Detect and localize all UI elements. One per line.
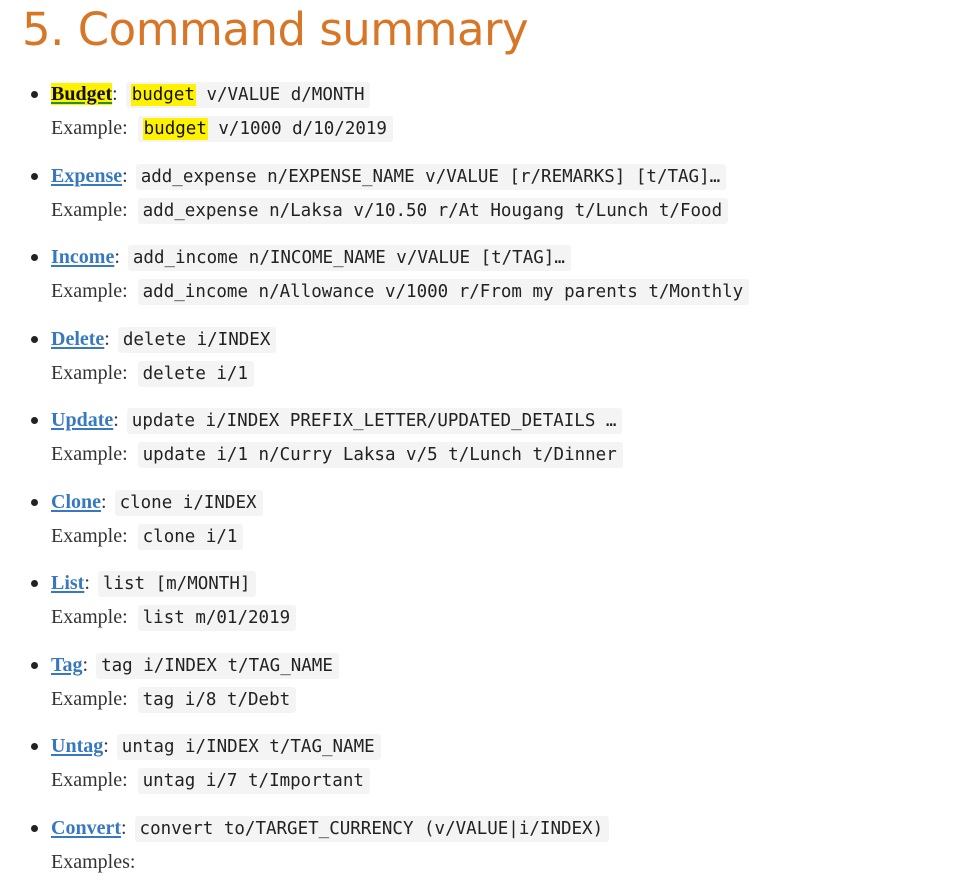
tag-syntax-code: tag i/INDEX t/TAG_NAME: [96, 653, 339, 679]
colon: :: [104, 328, 110, 350]
bullet-icon: [31, 580, 38, 587]
clone-link[interactable]: Clone: [51, 491, 101, 513]
colon: :: [113, 409, 119, 431]
bullet-icon: [31, 825, 38, 832]
colon: :: [114, 246, 120, 268]
example-label: Example:: [51, 199, 128, 221]
command-example-line: Example: add_expense n/Laksa v/10.50 r/A…: [51, 197, 728, 223]
example-label: Example:: [51, 525, 128, 547]
command-syntax-line: Convert: convert to/TARGET_CURRENCY (v/V…: [51, 815, 609, 841]
budget-syntax-code: budget v/VALUE d/MONTH: [126, 82, 371, 108]
colon: :: [122, 165, 128, 187]
colon: :: [101, 491, 107, 513]
list-item-convert: Convert: convert to/TARGET_CURRENCY (v/V…: [0, 812, 973, 893]
untag-syntax-code: untag i/INDEX t/TAG_NAME: [117, 734, 381, 760]
list-item-income: Income: add_income n/INCOME_NAME v/VALUE…: [0, 241, 973, 323]
example-label: Example:: [51, 117, 128, 139]
list-example-code: list m/01/2019: [138, 605, 297, 631]
command-example-line: Example: list m/01/2019: [51, 604, 296, 630]
example-label: Example:: [51, 280, 128, 302]
command-syntax-line: Clone: clone i/INDEX: [51, 489, 263, 515]
budget-link[interactable]: Budget: [51, 83, 112, 105]
bullet-icon: [31, 254, 38, 261]
untag-link[interactable]: Untag: [51, 735, 103, 757]
search-highlight: budget: [131, 84, 196, 106]
bullet-icon: [31, 743, 38, 750]
command-syntax-line: Delete: delete i/INDEX: [51, 326, 276, 352]
command-example-line: Example: delete i/1: [51, 360, 254, 386]
list-item-expense: Expense: add_expense n/EXPENSE_NAME v/VA…: [0, 160, 973, 242]
command-summary-list: Budget: budget v/VALUE d/MONTH Example: …: [0, 78, 973, 893]
list-item-delete: Delete: delete i/INDEX Example: delete i…: [0, 323, 973, 405]
clone-example-code: clone i/1: [138, 524, 244, 550]
command-examples-line: Examples:: [51, 849, 137, 875]
update-example-code: update i/1 n/Curry Laksa v/5 t/Lunch t/D…: [138, 442, 623, 468]
example-label: Example:: [51, 362, 128, 384]
budget-example-code: budget v/1000 d/10/2019: [138, 116, 393, 142]
income-syntax-code: add_income n/INCOME_NAME v/VALUE [t/TAG]…: [128, 245, 571, 271]
bullet-icon: [31, 662, 38, 669]
colon: :: [103, 735, 109, 757]
command-syntax-line: Untag: untag i/INDEX t/TAG_NAME: [51, 733, 381, 759]
bullet-icon: [31, 336, 38, 343]
command-example-line: Example: tag i/8 t/Debt: [51, 686, 296, 712]
command-syntax-line: Budget: budget v/VALUE d/MONTH: [51, 81, 370, 107]
expense-syntax-code: add_expense n/EXPENSE_NAME v/VALUE [r/RE…: [136, 164, 726, 190]
list-item-clone: Clone: clone i/INDEX Example: clone i/1: [0, 486, 973, 568]
update-link[interactable]: Update: [51, 409, 113, 431]
command-example-line: Example: update i/1 n/Curry Laksa v/5 t/…: [51, 441, 623, 467]
page-title: 5. Command summary: [22, 2, 528, 58]
command-syntax-line: Expense: add_expense n/EXPENSE_NAME v/VA…: [51, 163, 726, 189]
example-label: Example:: [51, 769, 128, 791]
delete-syntax-code: delete i/INDEX: [118, 327, 277, 353]
delete-example-code: delete i/1: [138, 361, 254, 387]
delete-link[interactable]: Delete: [51, 328, 104, 350]
command-syntax-line: List: list [m/MONTH]: [51, 570, 256, 596]
command-example-line: Example: budget v/1000 d/10/2019: [51, 115, 393, 141]
list-link[interactable]: List: [51, 572, 84, 594]
income-link[interactable]: Income: [51, 246, 114, 268]
command-example-line: Example: untag i/7 t/Important: [51, 767, 370, 793]
clone-syntax-code: clone i/INDEX: [115, 490, 263, 516]
list-item-tag: Tag: tag i/INDEX t/TAG_NAME Example: tag…: [0, 649, 973, 731]
convert-link[interactable]: Convert: [51, 817, 121, 839]
expense-link[interactable]: Expense: [51, 165, 122, 187]
search-highlight: budget: [143, 118, 208, 140]
command-example-line: Example: add_income n/Allowance v/1000 r…: [51, 278, 749, 304]
list-item-list: List: list [m/MONTH] Example: list m/01/…: [0, 567, 973, 649]
tag-link[interactable]: Tag: [51, 654, 83, 676]
income-example-code: add_income n/Allowance v/1000 r/From my …: [138, 279, 750, 305]
list-item-untag: Untag: untag i/INDEX t/TAG_NAME Example:…: [0, 730, 973, 812]
colon: :: [83, 654, 89, 676]
untag-example-code: untag i/7 t/Important: [138, 768, 370, 794]
convert-syntax-code: convert to/TARGET_CURRENCY (v/VALUE|i/IN…: [135, 816, 610, 842]
update-syntax-code: update i/INDEX PREFIX_LETTER/UPDATED_DET…: [127, 408, 623, 434]
colon: :: [121, 817, 127, 839]
command-syntax-line: Tag: tag i/INDEX t/TAG_NAME: [51, 652, 339, 678]
colon: :: [112, 83, 118, 105]
list-syntax-code: list [m/MONTH]: [98, 571, 257, 597]
command-example-line: Example: clone i/1: [51, 523, 243, 549]
command-syntax-line: Update: update i/INDEX PREFIX_LETTER/UPD…: [51, 407, 622, 433]
command-syntax-line: Income: add_income n/INCOME_NAME v/VALUE…: [51, 244, 571, 270]
bullet-icon: [31, 499, 38, 506]
bullet-icon: [31, 417, 38, 424]
expense-example-code: add_expense n/Laksa v/10.50 r/At Hougang…: [138, 198, 728, 224]
example-label: Example:: [51, 688, 128, 710]
example-label: Example:: [51, 606, 128, 628]
example-label: Example:: [51, 443, 128, 465]
colon: :: [84, 572, 90, 594]
tag-example-code: tag i/8 t/Debt: [138, 687, 297, 713]
examples-label: Examples:: [51, 851, 135, 873]
bullet-icon: [31, 173, 38, 180]
list-item-update: Update: update i/INDEX PREFIX_LETTER/UPD…: [0, 404, 973, 486]
bullet-icon: [31, 91, 38, 98]
list-item-budget: Budget: budget v/VALUE d/MONTH Example: …: [0, 78, 973, 160]
